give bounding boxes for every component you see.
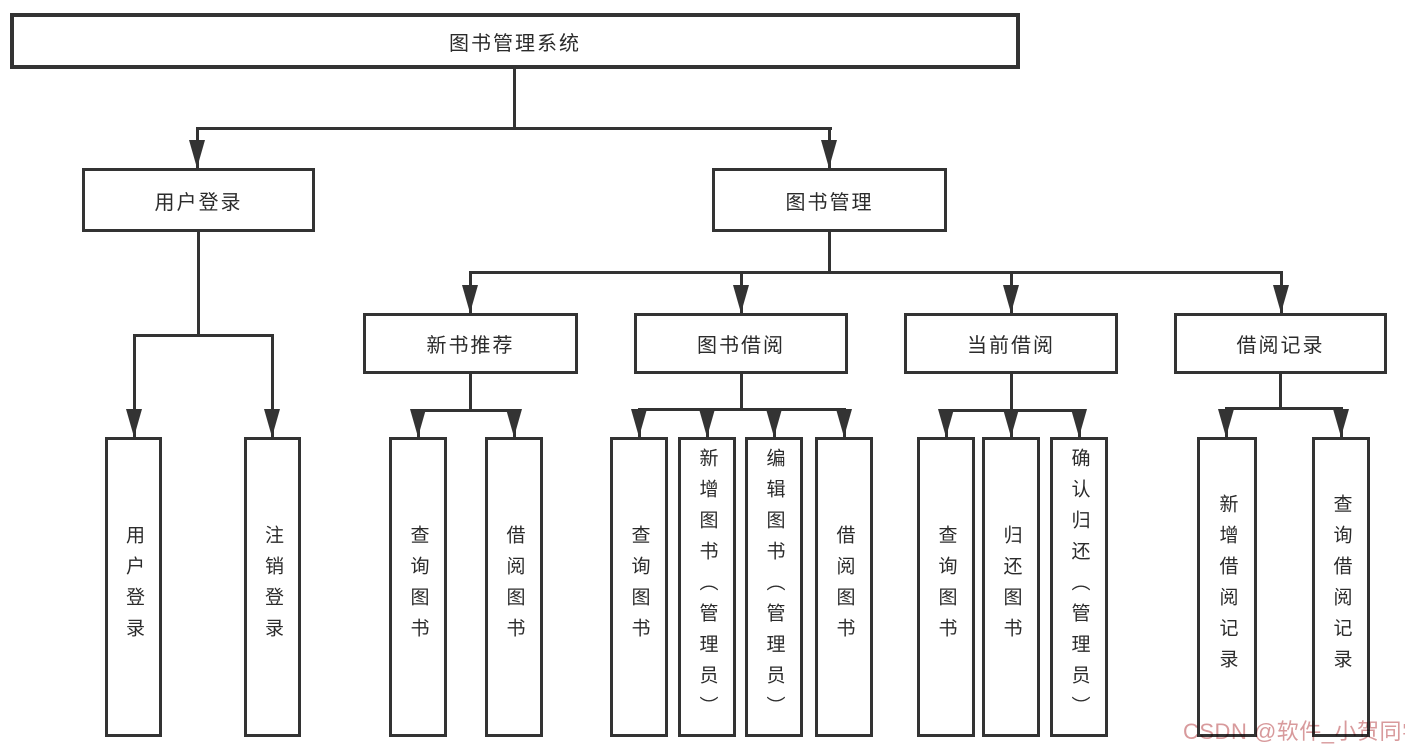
leaf-query-books-recommend: 查询图书 (389, 437, 447, 737)
node-book-management-system: 图书管理系统 (10, 13, 1020, 69)
arrow-down-icon (462, 285, 478, 313)
connector-records-vline (1279, 374, 1282, 410)
node-label: 确认归还（管理员） (1068, 447, 1090, 727)
node-label: 新增借阅记录 (1216, 494, 1238, 680)
leaf-logout: 注销登录 (244, 437, 301, 737)
node-borrowing-records: 借阅记录 (1174, 313, 1387, 374)
connector-stem (133, 334, 136, 437)
leaf-borrow-books-borrowing: 借阅图书 (815, 437, 873, 737)
leaf-edit-book-admin: 编辑图书（管理员） (745, 437, 803, 737)
arrow-down-icon (1003, 285, 1019, 313)
connector-bookmgmt-vline (828, 232, 831, 274)
node-label: 新增图书（管理员） (696, 447, 718, 727)
node-label: 查询图书 (407, 525, 429, 649)
node-user-login: 用户登录 (82, 168, 315, 232)
node-label: 查询图书 (935, 525, 957, 649)
node-new-book-recommend: 新书推荐 (363, 313, 578, 374)
arrow-down-icon (1003, 409, 1019, 437)
node-label: 借阅记录 (1236, 335, 1325, 357)
node-label: 借阅图书 (503, 525, 525, 649)
arrow-down-icon (733, 285, 749, 313)
leaf-confirm-return-admin: 确认归还（管理员） (1050, 437, 1108, 737)
node-label: 归还图书 (1000, 525, 1022, 649)
node-label: 查询借阅记录 (1330, 494, 1352, 680)
connector-records-hline (1225, 407, 1343, 410)
leaf-query-borrow-record: 查询借阅记录 (1312, 437, 1370, 737)
connector-recommend-hline (417, 409, 516, 412)
connector-stem (271, 334, 274, 437)
node-label: 用户登录 (154, 191, 243, 214)
node-label: 图书借阅 (697, 335, 785, 357)
node-label: 新书推荐 (426, 335, 515, 357)
connector-borrowing-hline (638, 408, 846, 411)
arrow-down-icon (938, 409, 954, 437)
arrow-down-icon (766, 409, 782, 437)
node-current-borrowing: 当前借阅 (904, 313, 1118, 374)
arrow-down-icon (506, 409, 522, 437)
arrow-down-icon (1273, 285, 1289, 313)
connector-root-hline (196, 127, 832, 130)
connector-current-vline (1010, 374, 1013, 412)
node-label: 用户登录 (123, 525, 144, 649)
node-book-borrowing: 图书借阅 (634, 313, 848, 374)
leaf-return-book: 归还图书 (982, 437, 1040, 737)
node-label: 查询图书 (628, 525, 650, 649)
leaf-add-book-admin: 新增图书（管理员） (678, 437, 736, 737)
arrow-down-icon (1218, 409, 1234, 437)
arrow-down-icon (821, 140, 837, 168)
csdn-watermark: CSDN @软件_小贺同学 (1183, 719, 1405, 744)
connector-borrowing-vline (740, 374, 743, 411)
arrow-down-icon (836, 409, 852, 437)
connector-bookmgmt-hline (469, 271, 1282, 274)
node-label: 借阅图书 (833, 525, 855, 649)
leaf-query-books-borrowing: 查询图书 (610, 437, 668, 737)
leaf-add-borrow-record: 新增借阅记录 (1197, 437, 1257, 737)
node-label: 当前借阅 (967, 335, 1055, 357)
arrow-down-icon (410, 409, 426, 437)
node-label: 图书管理 (785, 191, 874, 214)
arrow-down-icon (1333, 409, 1349, 437)
arrow-down-icon (631, 409, 647, 437)
leaf-borrow-books-recommend: 借阅图书 (485, 437, 543, 737)
arrow-down-icon (189, 140, 205, 168)
node-label: 图书管理系统 (449, 32, 581, 55)
arrow-down-icon (264, 409, 280, 437)
connector-userlogin-vline (197, 232, 200, 337)
connector-userlogin-hline (133, 334, 274, 337)
node-label: 注销登录 (262, 525, 283, 649)
arrow-down-icon (126, 409, 142, 437)
arrow-down-icon (699, 409, 715, 437)
node-label: 编辑图书（管理员） (763, 447, 785, 727)
connector-recommend-vline (469, 374, 472, 412)
arrow-down-icon (1071, 409, 1087, 437)
leaf-query-books-current: 查询图书 (917, 437, 975, 737)
node-book-management: 图书管理 (712, 168, 947, 232)
leaf-user-login: 用户登录 (105, 437, 162, 737)
connector-root-vline (513, 68, 516, 130)
